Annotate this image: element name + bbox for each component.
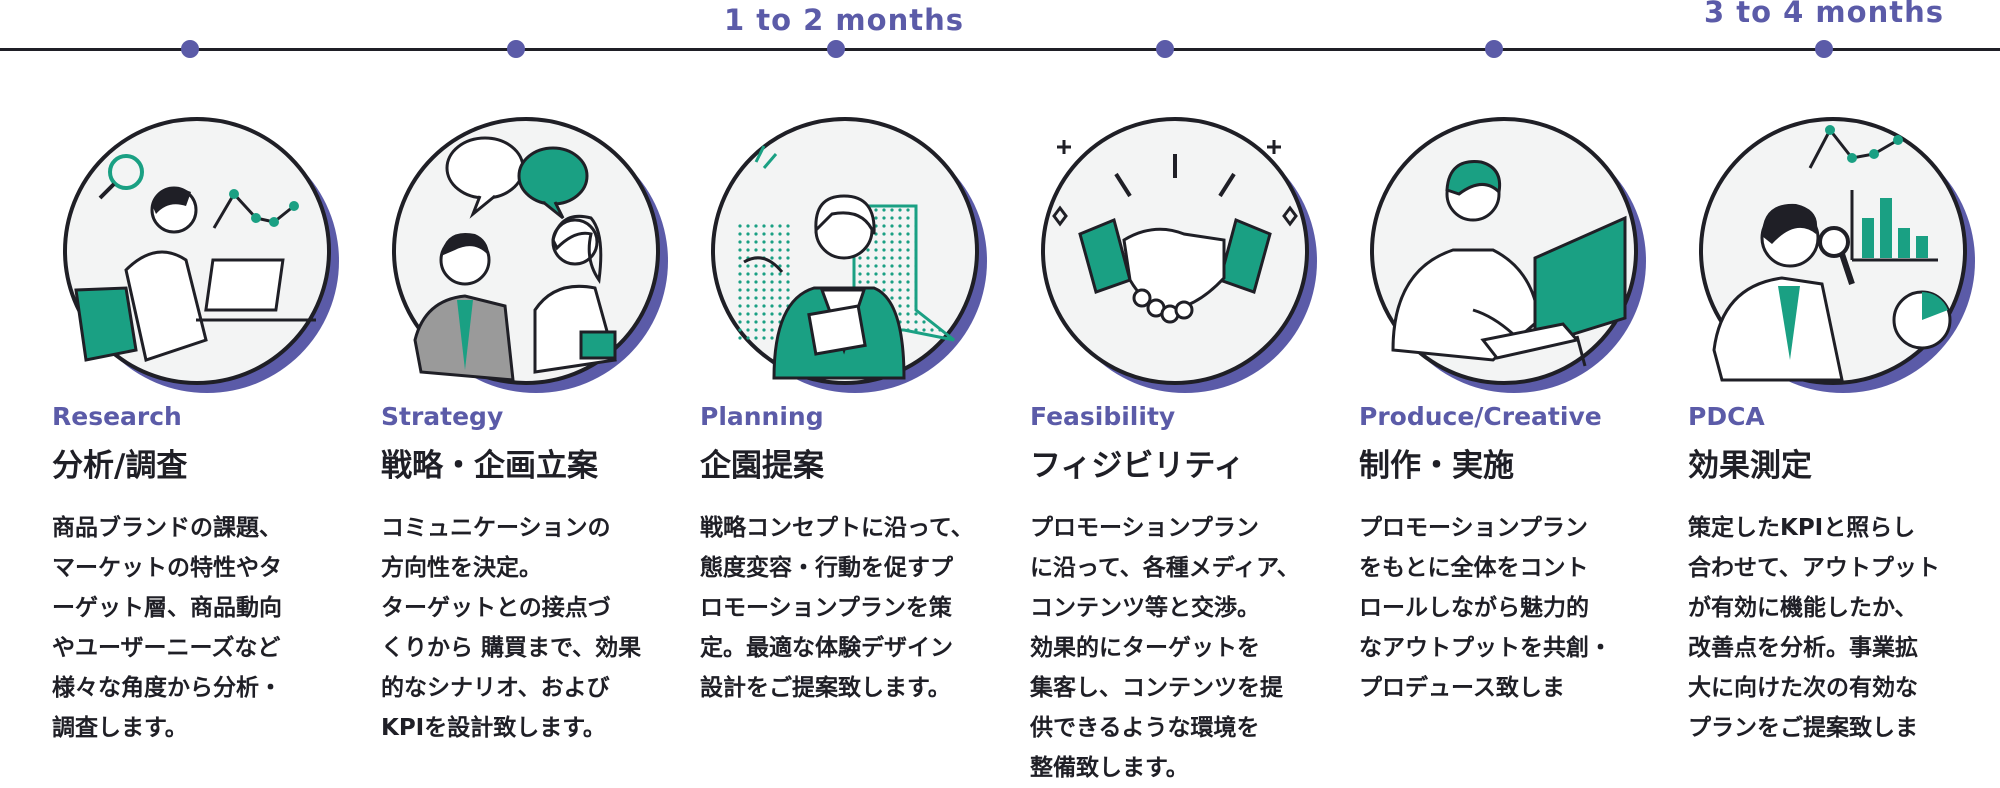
step-description: プロモーションプラン に沿って、各種メディア、 コンテンツ等と交渉。 効果的にタ… [1030,508,1320,788]
desc-line: 方向性を決定。 [381,555,542,581]
step-description: プロモーションプラン をもとに全体をコント ロールしながら魅力的 なアウトプット… [1359,508,1649,708]
desc-line: コミュニケーションの [381,515,611,541]
desc-line: 効果的にターゲットを [1030,635,1260,661]
timeline-dot [1815,40,1833,58]
duration-label: 1 to 2 months [724,3,964,37]
desc-line: をもとに全体をコント [1359,555,1589,581]
desc-line: プロモーションプラン [1030,515,1259,541]
step-description: 策定したKPIと照らし 合わせて、アウトプット が有効に機能したか、 改善点を分… [1688,508,1978,748]
handshake-illustration [1034,110,1324,400]
desc-line: 策定したKPIと照らし [1688,515,1916,541]
presenter-illustration [704,110,994,400]
desc-line: マーケットの特性やタ [52,555,282,581]
desc-line: 態度変容・行動を促すプ [700,555,953,581]
timeline-dot [1485,40,1503,58]
desc-line: KPIを設計致します。 [381,715,606,741]
researcher-illustration [56,110,346,400]
desc-line: 改善点を分析。事業拡 [1688,635,1918,661]
desc-line: なアウトプットを共創・ [1359,635,1612,661]
desc-line: 商品ブランドの課題、 [52,515,282,541]
timeline-dot [507,40,525,58]
desc-line: やユーザーニーズなど [52,635,281,661]
step-description: 戦略コンセプトに沿って、 態度変容・行動を促すプ ロモーションプランを策 定。最… [700,508,990,708]
timeline-dot [827,40,845,58]
duration-label: 3 to 4 months [1704,0,1944,29]
desc-line: 調査します。 [52,715,188,741]
step-jp-title: 制作・実施 [1359,448,1514,484]
desc-line: に沿って、各種メディア、 [1030,555,1300,581]
desc-line: 供できるような環境を [1030,715,1260,741]
desc-line: ーゲット層、商品動向 [52,595,282,621]
step-jp-title: 戦略・企画立案 [381,448,598,484]
desc-line: 設計をご提案致します。 [700,675,951,701]
timeline-dot [181,40,199,58]
step-en-title: Strategy [381,402,504,431]
step-jp-title: 分析/調査 [52,448,188,484]
desc-line: ロールしながら魅力的 [1359,595,1589,621]
desc-line: プロモーションプラン [1359,515,1588,541]
step-description: コミュニケーションの 方向性を決定。 ターゲットとの接点づ くりから 購買まで、… [381,508,651,748]
step-en-title: Produce/Creative [1359,402,1602,431]
timeline: 1 to 2 months 3 to 4 months [0,0,2000,80]
step-en-title: Planning [700,402,824,431]
desc-line: 的なシナリオ、および [381,675,610,701]
analysis-illustration [1692,110,1982,400]
step-en-title: PDCA [1688,402,1765,431]
discussion-illustration [385,110,675,400]
desc-line: ロモーションプランを策 [700,595,952,621]
desc-line: 様々な角度から分析・ [52,675,282,701]
desc-line: 集客し、コンテンツを提 [1030,675,1283,701]
step-en-title: Research [52,402,182,431]
desc-line: 定。最適な体験デザイン [700,635,953,661]
desc-line: 戦略コンセプトに沿って、 [700,515,974,541]
timeline-dot [1156,40,1174,58]
desc-line: プロデュース致しま [1359,675,1565,701]
desc-line: コンテンツ等と交渉。 [1030,595,1260,621]
timeline-line [0,48,2000,51]
desc-line: プランをご提案致しま [1688,715,1918,741]
desc-line: 整備致します。 [1030,755,1189,781]
desc-line: ターゲットとの接点づ [381,595,611,621]
computer-worker-illustration [1363,110,1653,400]
step-description: 商品ブランドの課題、 マーケットの特性やタ ーゲット層、商品動向 やユーザーニー… [52,508,322,748]
desc-line: 合わせて、アウトプット [1688,555,1940,581]
step-en-title: Feasibility [1030,402,1176,431]
step-jp-title: フィジビリティ [1030,448,1245,484]
step-jp-title: 企園提案 [700,448,824,484]
step-jp-title: 効果測定 [1688,448,1812,484]
desc-line: が有効に機能したか、 [1688,595,1918,621]
desc-line: くりから 購買まで、効果 [381,635,642,661]
desc-line: 大に向けた次の有効な [1688,675,1918,701]
